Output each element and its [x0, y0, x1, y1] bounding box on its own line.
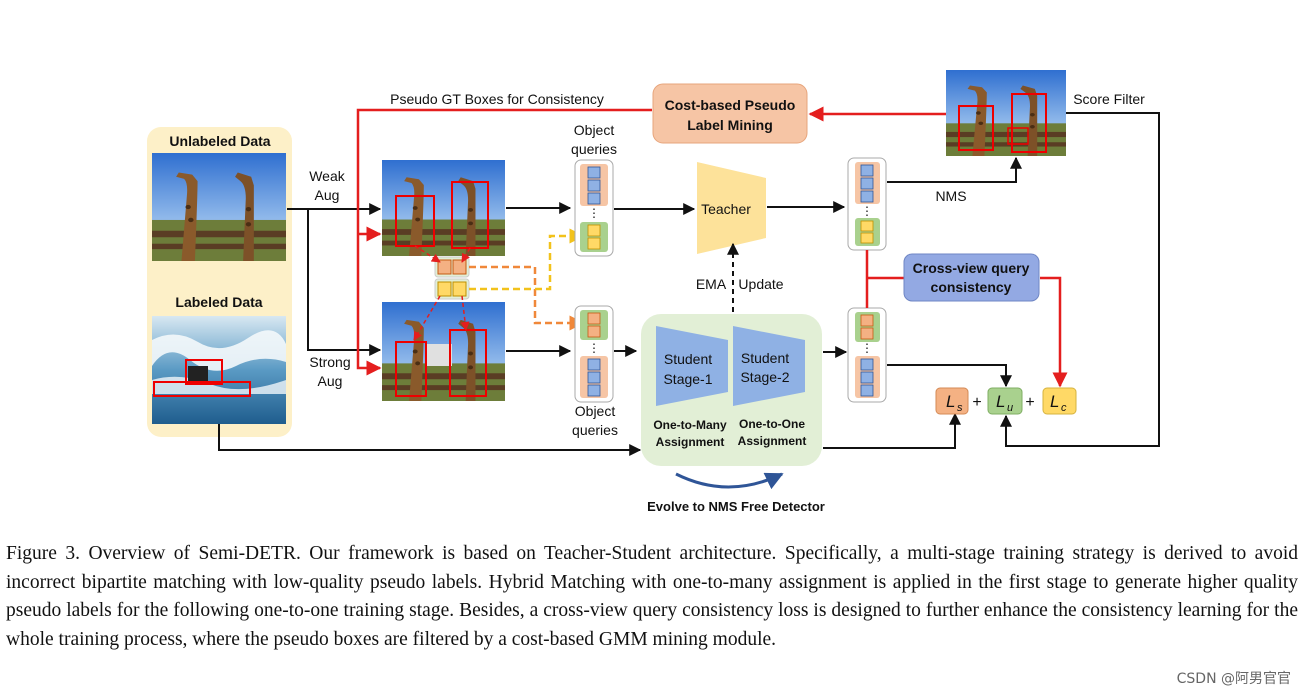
plus-2: +: [1025, 394, 1034, 411]
query-pair-yellow: [434, 278, 470, 300]
one-to-one-label-1: One-to-One: [739, 417, 805, 431]
cost-mining-label-1: Cost-based Pseudo: [665, 97, 796, 113]
object-queries-top-label-1: Object: [574, 122, 615, 138]
student-stage2-label-1: Student: [741, 350, 789, 366]
object-queries-bottom-label-2: queries: [572, 422, 618, 438]
teacher-block: [697, 162, 766, 254]
loss-lu-subscript: u: [1007, 402, 1013, 414]
labeled-data-label: Labeled Data: [175, 294, 262, 310]
svg-text:⋮: ⋮: [861, 341, 873, 355]
strong-aug-label-1: Strong: [309, 354, 350, 370]
figure-caption: Figure 3. Overview of Semi-DETR. Our fra…: [6, 543, 1298, 650]
student-stage2-label-2: Stage-2: [740, 369, 789, 385]
query-pair-orange: [434, 256, 470, 278]
one-to-one-label-2: Assignment: [738, 434, 807, 448]
nms-label: NMS: [935, 188, 966, 204]
arrow-nms: [887, 156, 1022, 183]
pseudo-gt-label: Pseudo GT Boxes for Consistency: [390, 91, 604, 107]
arrow-student-to-ls: [823, 412, 961, 449]
svg-text:⋮: ⋮: [588, 341, 600, 355]
semi-detr-diagram: Unlabeled Data Labeled Data Weak Aug Str…: [147, 70, 1160, 514]
pseudo-gt-line: [356, 108, 652, 376]
unlabeled-data-label: Unlabeled Data: [169, 133, 270, 149]
dashed-orange-arrow: [469, 265, 585, 331]
filtered-image: [946, 70, 1066, 156]
student-output-queries: ⋮: [847, 307, 887, 403]
strong-aug-image: [382, 302, 505, 401]
teacher-label: Teacher: [701, 201, 751, 217]
crossview-label-2: consistency: [931, 279, 1012, 295]
dashed-correspondences: [413, 245, 471, 341]
cost-mining-label-2: Label Mining: [687, 117, 773, 133]
strong-aug-label-2: Aug: [318, 373, 343, 389]
loss-ls-symbol: L: [946, 392, 955, 411]
svg-text:⋮: ⋮: [861, 204, 873, 218]
weak-aug-image: [382, 160, 505, 256]
cost-mining-box: [652, 83, 808, 144]
one-to-many-label-1: One-to-Many: [653, 418, 727, 432]
object-queries-bottom: ⋮: [574, 305, 614, 403]
loss-ls: L s: [935, 387, 969, 415]
loss-lu: L u: [987, 387, 1023, 415]
student-stage1-label-2: Stage-1: [663, 371, 712, 387]
plus-1: +: [972, 394, 981, 411]
score-filter-line: [1000, 112, 1160, 447]
crossview-link-line: [865, 250, 905, 308]
update-label: Update: [738, 276, 783, 292]
arrow-student-queries-to-lu: [887, 364, 1012, 388]
one-to-many-label-2: Assignment: [656, 435, 725, 449]
student-stage2-block: [733, 326, 805, 406]
arrow-unlabeled-to-strong: [307, 209, 382, 356]
teacher-output-queries: ⋮: [847, 157, 887, 251]
weak-aug-label-2: Aug: [315, 187, 340, 203]
loss-ls-subscript: s: [957, 402, 963, 414]
unlabeled-image: [152, 153, 286, 261]
ema-label: EMA: [696, 276, 727, 292]
student-stage1-block: [656, 326, 728, 406]
watermark: CSDN @阿男官官: [1176, 671, 1291, 687]
crossview-box: [903, 253, 1040, 302]
evolve-label: Evolve to NMS Free Detector: [647, 499, 825, 514]
object-queries-top: ⋮: [574, 159, 614, 257]
svg-text:⋮: ⋮: [588, 206, 600, 220]
weak-aug-label-1: Weak: [309, 168, 346, 184]
object-queries-top-label-2: queries: [571, 141, 617, 157]
loss-lc: L c: [1042, 387, 1077, 415]
crossview-label-1: Cross-view query: [913, 260, 1030, 276]
student-stage1-label-1: Student: [664, 351, 712, 367]
score-filter-label: Score Filter: [1073, 91, 1145, 107]
loss-lc-symbol: L: [1050, 392, 1059, 411]
arrow-crossview-to-lc: [1040, 276, 1068, 388]
evolve-arc: [675, 472, 784, 490]
loss-lu-symbol: L: [996, 392, 1005, 411]
object-queries-bottom-label-1: Object: [575, 403, 616, 419]
loss-lc-subscript: c: [1061, 402, 1067, 414]
arrow-labeled-to-student: [218, 424, 642, 456]
labeled-image: [152, 316, 286, 424]
